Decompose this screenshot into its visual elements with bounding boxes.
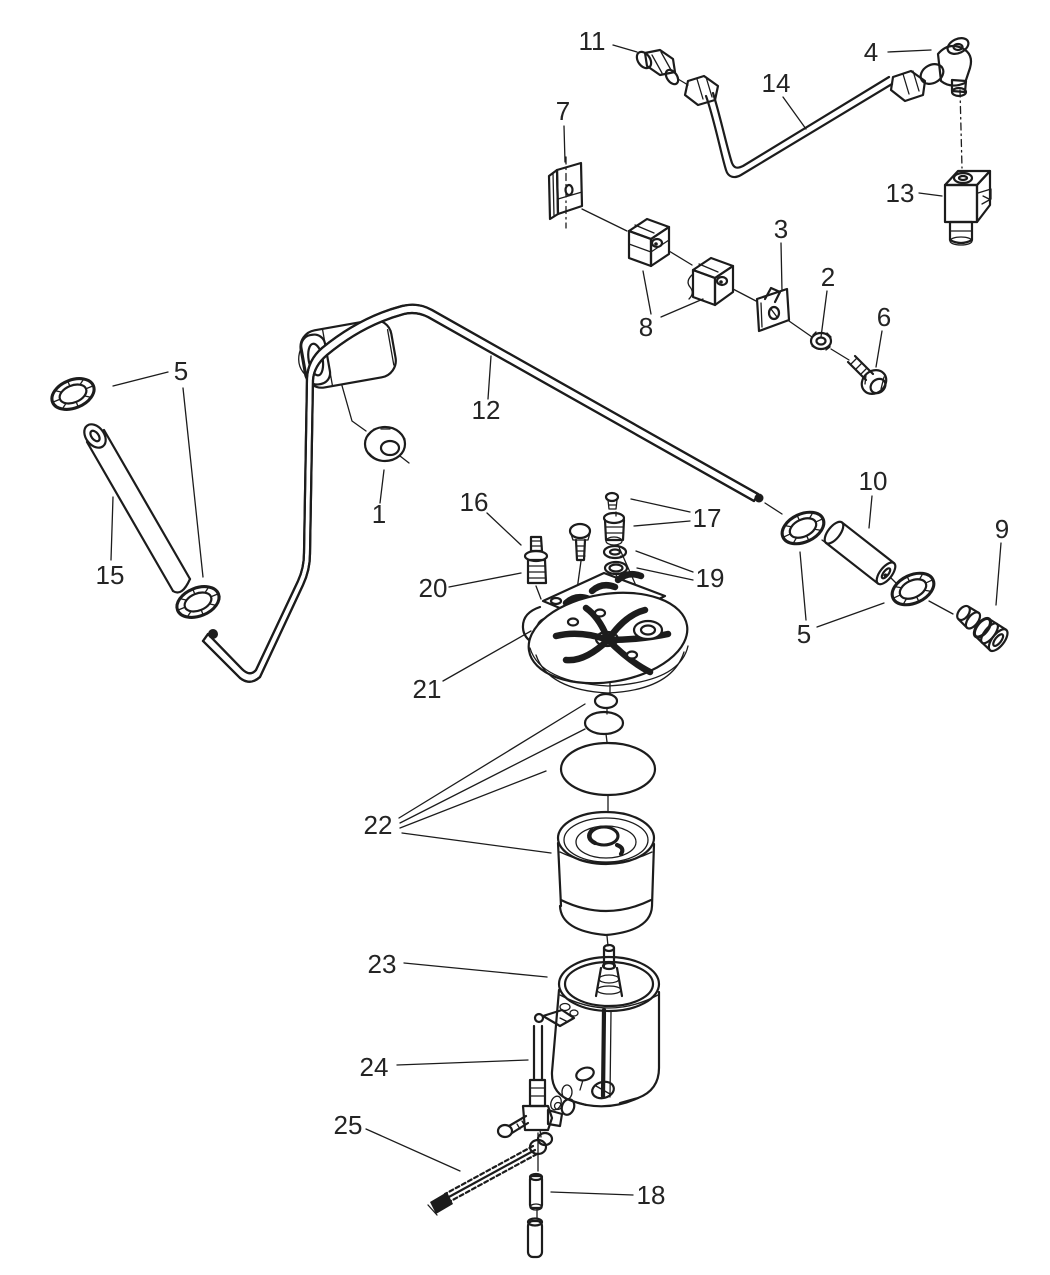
part-22-seals [559,692,657,797]
leader-line-5 [182,387,204,578]
leader-line-22 [399,770,547,829]
part-5-clamp-lower-left [170,579,226,625]
leader-line-11 [612,44,638,53]
leader-line-12 [487,355,492,400]
part-25-drain-hose [427,1131,554,1216]
leader-line-1 [379,469,385,504]
leader-line-7 [563,125,566,163]
leader-line-20 [448,572,522,588]
part-21-filter-head [521,570,689,694]
part-9-fitting [956,604,1009,653]
part-5-clamp-upper-right [775,504,831,552]
leader-line-23 [403,962,548,978]
part-6-bolt [846,354,888,395]
part-3-bracket [755,286,791,333]
part-7-bracket [547,156,584,229]
part-5-clamp-lower-right [885,565,941,613]
part-4-elbow-fitting [919,37,973,98]
leader-line-5 [112,371,169,387]
leader-line-9 [995,542,1002,606]
part-14-tube [683,69,927,179]
leader-line-6 [875,330,883,368]
leader-line-19 [636,567,694,581]
leader-lines [110,44,1002,1196]
part-12-fuel-pipe [201,303,764,683]
leader-line-16 [486,512,522,546]
leader-line-22 [399,728,586,824]
part-11-fitting [635,48,680,86]
pipe-saddle-insulator [298,318,397,389]
leader-line-10 [868,495,873,529]
part-10-hose [823,520,897,586]
part-24-drain-valve [496,1008,576,1139]
part-22-filter-element [556,810,656,937]
leader-line-2 [820,290,828,338]
part-16-20-stud [523,535,549,585]
leader-line-8 [642,270,652,315]
leader-line-4 [887,49,932,53]
leader-line-22 [401,832,552,854]
part-19-washers [602,544,629,576]
leader-line-24 [396,1059,529,1066]
leader-line-25 [365,1128,461,1172]
part-13-fitting-block [943,169,992,246]
leader-line-18 [550,1191,634,1196]
leader-line-17 [633,520,691,527]
leader-line-14 [782,96,807,130]
leader-line-8 [660,298,704,318]
part-18-tubes [526,1172,544,1259]
head-center-bolt [568,522,592,562]
leader-line-19 [635,550,694,573]
part-15-hose [83,423,192,594]
part-23-bowl [550,943,661,1111]
part-1-nut [363,425,410,464]
leader-line-21 [442,630,532,682]
leader-line-5 [799,551,807,621]
leader-line-5 [816,602,885,628]
leader-line-13 [918,192,943,197]
part-8-clamp-block-a [627,217,671,268]
part-8-clamp-block-b [687,256,735,307]
leader-line-22 [398,703,586,819]
leader-line-15 [110,496,114,561]
leader-line-17 [630,498,691,513]
leader-line-3 [780,242,783,292]
part-17-screw-and-fitting [602,491,626,546]
part-5-clamp-upper-left [45,371,101,417]
